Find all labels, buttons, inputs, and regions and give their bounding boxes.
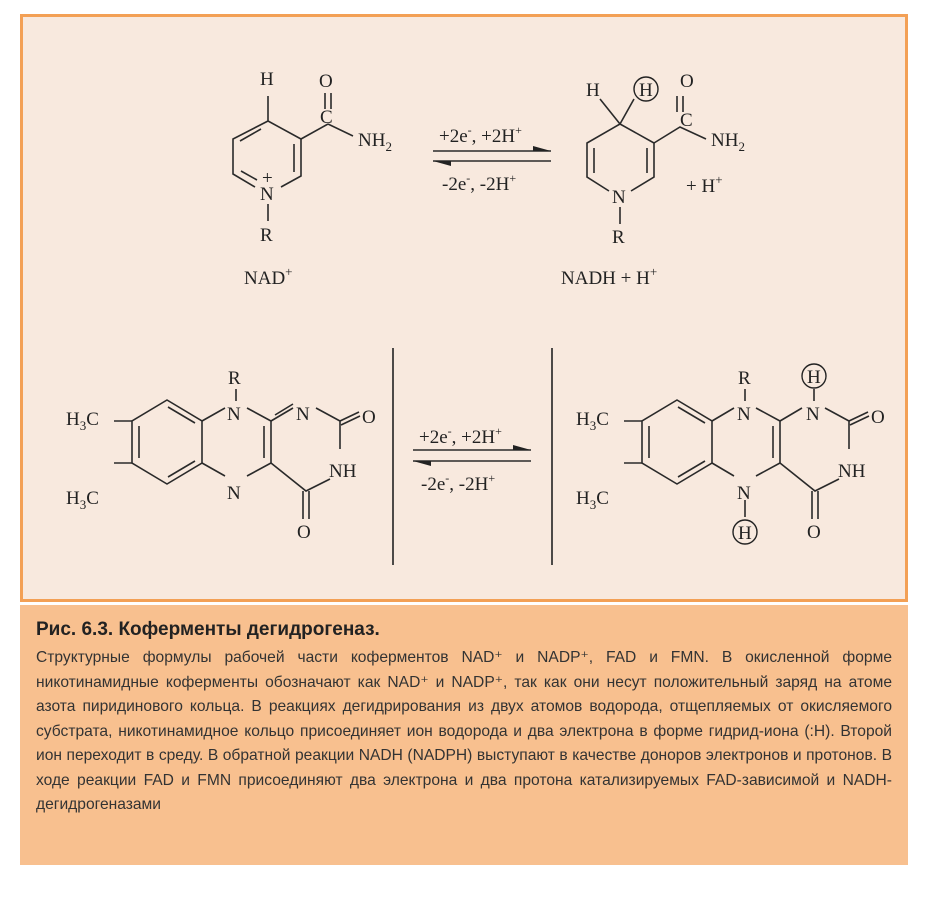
nadh-nh2-label: NH2 bbox=[711, 130, 745, 154]
reaction-scheme: H O C NH2 N + R NAD+ +2e-, +2H+ -2e-, -2… bbox=[66, 69, 885, 565]
nadh-n-label: N bbox=[612, 187, 626, 208]
fad-red-h3c-top: H3C bbox=[576, 409, 609, 433]
nadh-hydride-circle bbox=[633, 76, 659, 102]
reaction2-arrows: +2e-, +2H+ -2e-, -2H+ bbox=[413, 424, 531, 495]
figure-panel: H O C NH2 N + R NAD+ +2e-, +2H+ -2e-, -2… bbox=[20, 14, 908, 602]
nadh-h-top-label: H bbox=[586, 80, 600, 101]
fad-red-o-bottom: O bbox=[807, 522, 821, 543]
fad-ox-nh: NH bbox=[329, 461, 357, 482]
fad-ox-n-top: N bbox=[227, 404, 241, 425]
fad-red-h-circled-bottom: H bbox=[738, 523, 752, 544]
reaction1-forward-label: +2e-, +2H+ bbox=[439, 123, 522, 147]
fad-ox-n-bottom: N bbox=[227, 483, 241, 504]
nad-nh2-label: NH2 bbox=[358, 130, 392, 154]
nadh-o-label: O bbox=[680, 71, 694, 92]
nadh-h-circled-label: H bbox=[639, 80, 653, 101]
fad-red-h-circle-bottom bbox=[732, 519, 758, 545]
fad-ox-h3c-bottom: H3C bbox=[66, 488, 99, 512]
fad-reduced-structure: R H N N N O NH O H H3C H3C bbox=[576, 363, 885, 545]
fad-ox-n-mid: N bbox=[296, 404, 310, 425]
nadh-extra-proton: + H+ bbox=[686, 172, 723, 197]
fad-red-nh: NH bbox=[838, 461, 866, 482]
fad-red-h-circled-top: H bbox=[807, 367, 821, 388]
nad-r-label: R bbox=[260, 225, 273, 246]
reaction1-arrows: +2e-, +2H+ -2e-, -2H+ bbox=[433, 123, 551, 195]
nadh-structure: H H O C NH2 N R + H+ NADH + H+ bbox=[561, 71, 745, 289]
fad-red-h-circle-top bbox=[801, 363, 827, 389]
reaction2-forward-label: +2e-, +2H+ bbox=[419, 424, 502, 448]
fad-red-n-bottom: N bbox=[737, 483, 751, 504]
caption-body: Структурные формулы рабочей части коферм… bbox=[36, 649, 892, 813]
fad-red-o-right: O bbox=[871, 407, 885, 428]
fad-ox-o-bottom: O bbox=[297, 522, 311, 543]
nad-c-label: C bbox=[320, 107, 333, 128]
caption-title: Рис. 6.3. Коферменты дегидрогеназ. bbox=[36, 619, 380, 640]
nad-o-label: O bbox=[319, 71, 333, 92]
fad-red-n-top: N bbox=[737, 404, 751, 425]
nadh-r-label: R bbox=[612, 227, 625, 248]
caption-panel: Рис. 6.3. Коферменты дегидрогеназ. Струк… bbox=[20, 605, 908, 865]
reaction1-reverse-label: -2e-, -2H+ bbox=[442, 171, 516, 195]
nad-structure: H O C NH2 N + R NAD+ bbox=[232, 69, 392, 289]
fad-oxidized-structure: R N N N O NH O H3C H3C bbox=[66, 368, 376, 543]
nad-h-label: H bbox=[260, 69, 274, 90]
fad-ox-o-right: O bbox=[362, 407, 376, 428]
nadh-name: NADH + H+ bbox=[561, 264, 657, 289]
nad-n-label: N bbox=[260, 184, 274, 205]
nad-charge: + bbox=[262, 168, 273, 189]
fad-ox-h3c-top: H3C bbox=[66, 409, 99, 433]
fad-red-n-mid: N bbox=[806, 404, 820, 425]
nadh-c-label: C bbox=[680, 110, 693, 131]
reaction2-reverse-label: -2e-, -2H+ bbox=[421, 471, 495, 495]
nad-name: NAD+ bbox=[244, 264, 293, 289]
fad-red-h3c-bottom: H3C bbox=[576, 488, 609, 512]
fad-ox-r-label: R bbox=[228, 368, 241, 389]
fad-red-r-label: R bbox=[738, 368, 751, 389]
